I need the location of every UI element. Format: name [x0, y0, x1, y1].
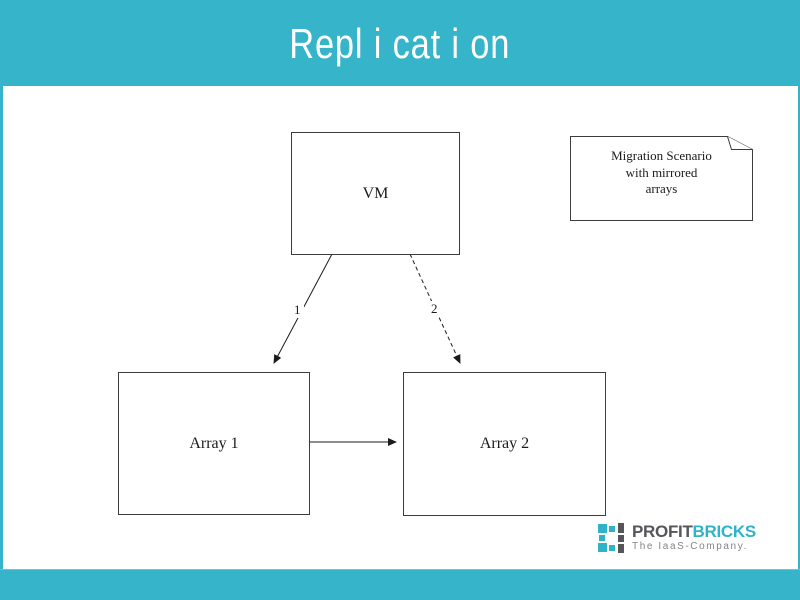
header-banner: Repl i cat i on [0, 0, 800, 86]
brand-name: PROFITBRICKS [632, 523, 756, 540]
brand-name-bricks: BRICKS [692, 522, 757, 541]
left-edge-strip [0, 86, 3, 570]
edge-label-1: 1 [291, 302, 304, 318]
note-text: Migration Scenario with mirrored arrays [570, 148, 753, 198]
footer-bar [0, 569, 800, 600]
profitbricks-logo-icon [598, 523, 624, 553]
array2-node-label: Array 2 [479, 435, 530, 452]
note-line: with mirrored [625, 164, 698, 180]
note-node: Migration Scenario with mirrored arrays [570, 136, 753, 221]
note-line: arrays [645, 181, 678, 196]
vm-node: VM [291, 132, 460, 255]
vm-node-label: VM [362, 184, 389, 202]
brand-name-profit: PROFIT [632, 522, 693, 541]
array1-node: Array 1 [118, 372, 310, 515]
array2-node: Array 2 [403, 372, 606, 516]
edge-label-2: 2 [428, 301, 441, 317]
brand-tagline: The IaaS-Company. [632, 541, 748, 552]
note-shape [570, 136, 753, 221]
right-edge-strip [798, 86, 800, 570]
logo-text: PROFITBRICKS The IaaS-Company. [632, 523, 756, 553]
array1-node-label: Array 1 [189, 434, 239, 452]
slide-title: Repl i cat i on [289, 20, 511, 67]
profitbricks-logo: PROFITBRICKS The IaaS-Company. [598, 523, 756, 553]
note-line: Migration Scenario [611, 148, 712, 163]
